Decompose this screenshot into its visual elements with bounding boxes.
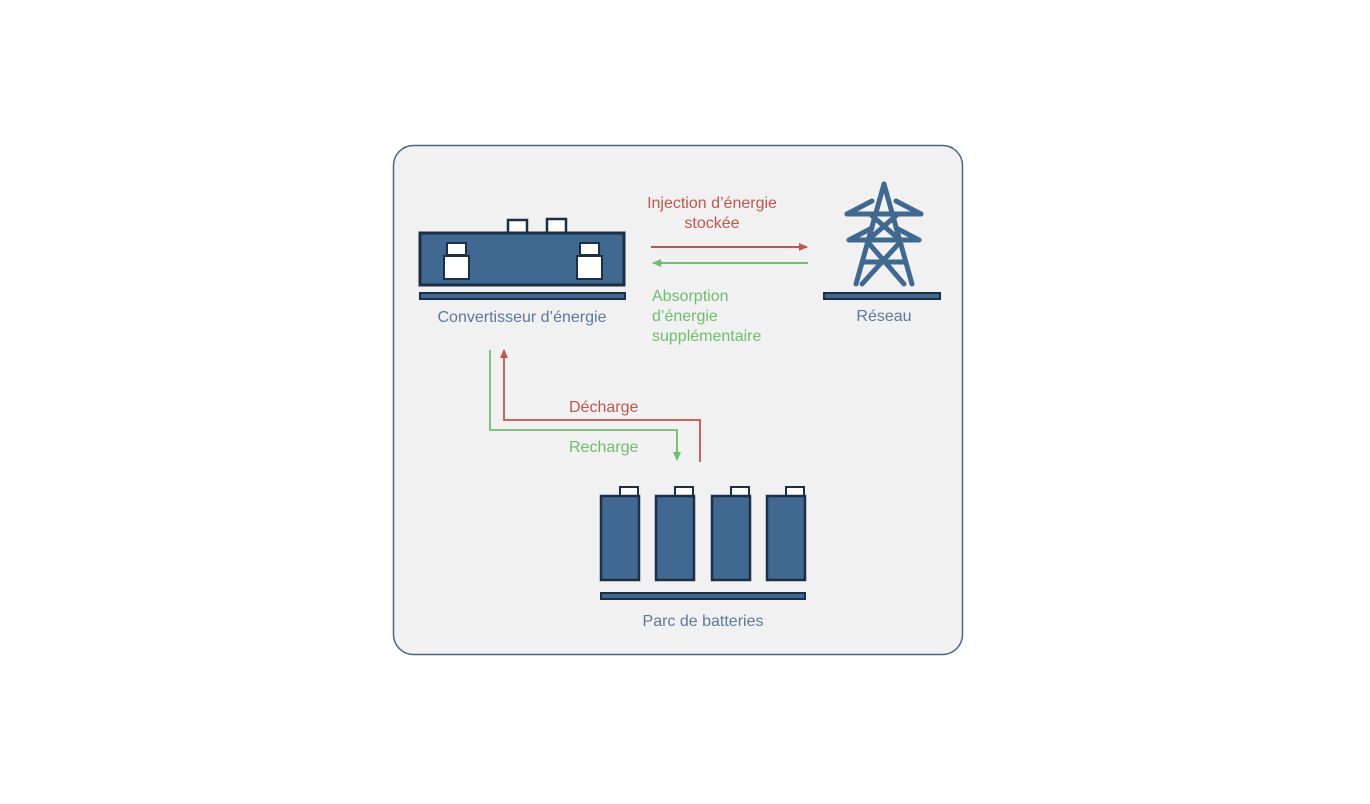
converter-label: Convertisseur d’énergie	[438, 309, 607, 326]
power-pylon-icon	[823, 181, 941, 300]
battery-icon	[765, 486, 807, 582]
injection-label-line1: Injection d’énergie	[647, 195, 777, 212]
absorption-label-line3: supplémentaire	[652, 328, 762, 345]
grid-label: Réseau	[856, 308, 911, 325]
discharge-label: Décharge	[569, 399, 638, 416]
battery-icon	[599, 486, 641, 582]
energy-converter-icon	[418, 217, 626, 300]
absorption-label-line2: d’énergie	[652, 308, 718, 325]
battery-icon	[710, 486, 752, 582]
recharge-arrow	[489, 350, 681, 461]
recharge-label: Recharge	[569, 439, 638, 456]
battery-icon	[654, 486, 696, 582]
injection-label-line2: stockée	[684, 215, 739, 232]
discharge-arrow	[500, 349, 701, 462]
battery-park-label: Parc de batteries	[643, 613, 764, 630]
absorption-label-line1: Absorption	[652, 288, 729, 305]
battery-park-icon	[599, 486, 807, 600]
